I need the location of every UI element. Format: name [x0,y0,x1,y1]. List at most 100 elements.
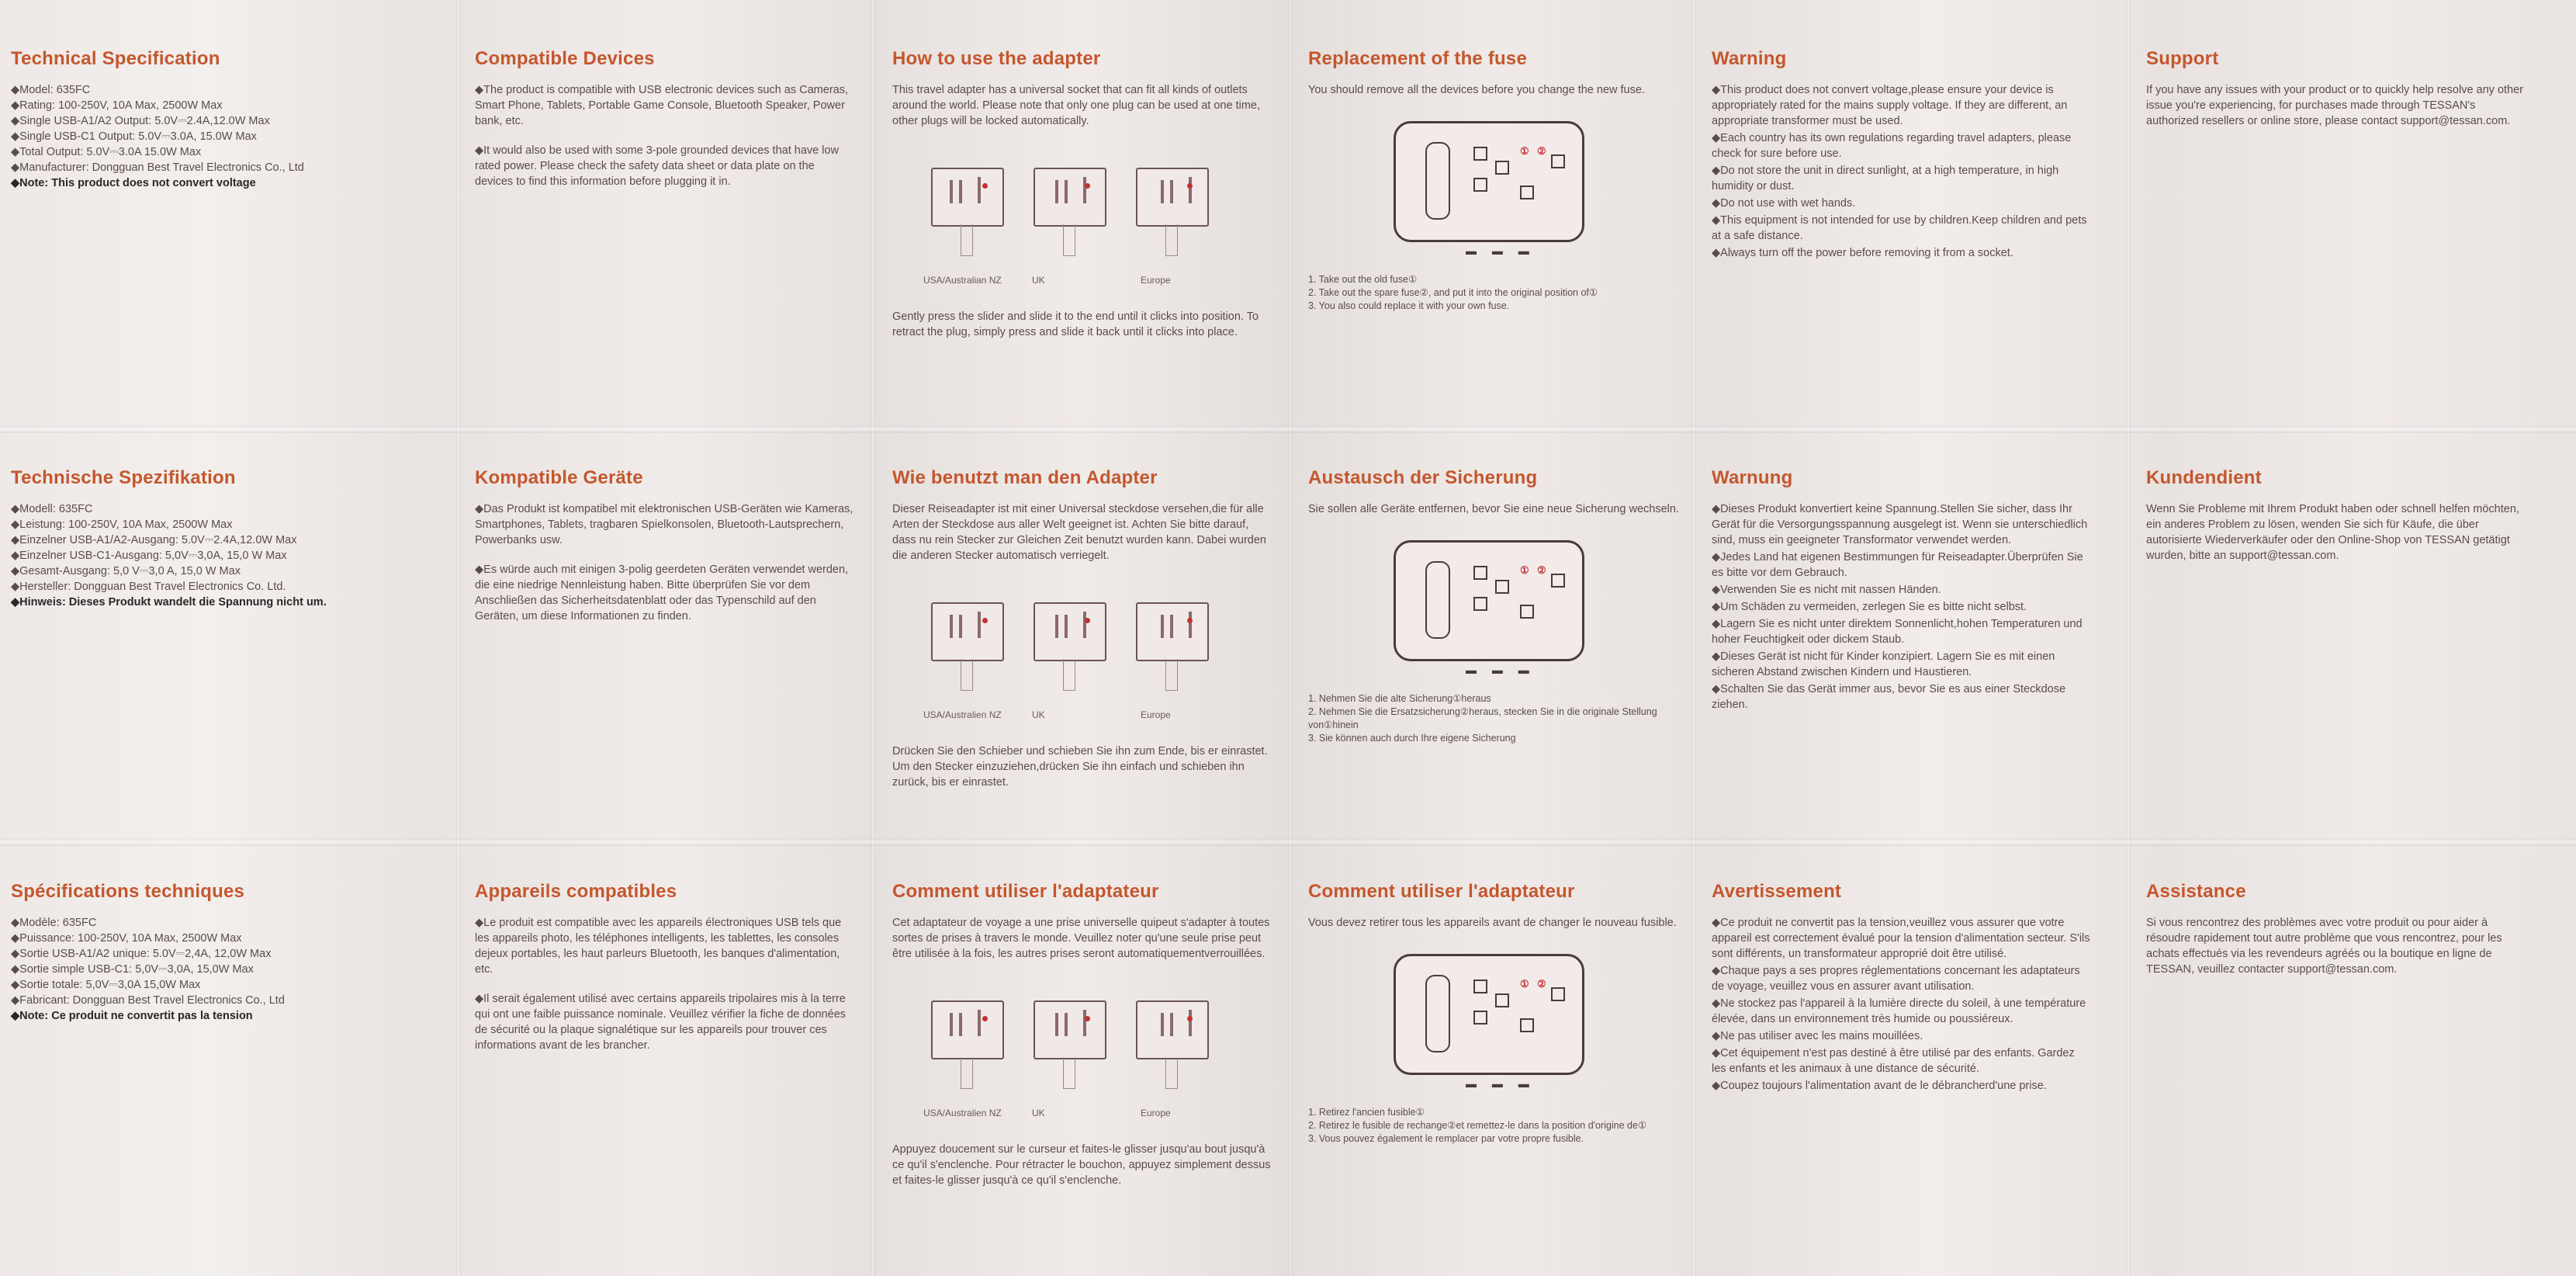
spec-line: ◆Ce produit ne convertit pas la tension,… [1712,917,2090,960]
plug-label: UK [1032,1108,1045,1118]
fuse-number-1: ① [1520,564,1529,576]
plug-diagram [1034,168,1106,256]
section-title: Technical Specification [11,48,220,69]
section-title: Comment utiliser l'adaptateur [892,881,1159,902]
plug-pin [950,615,953,638]
plug-pin [1189,177,1192,203]
spec-line: ◆Gesamt-Ausgang: 5,0 V⎓3,0 A, 15,0 W Max [11,565,241,577]
spec-line: ◆Jedes Land hat eigenen Bestimmungen für… [1712,551,2083,579]
spec-line: ◆This equipment is not intended for use … [1712,214,2087,242]
plug-stem [1063,1057,1075,1089]
fuse-number-2: ② [1537,145,1546,157]
spec-line: ◆Coupez toujours l'alimentation avant de… [1712,1080,2047,1092]
spec-line: ◆Rating: 100-250V, 10A Max, 2500W Max [11,99,223,112]
panel-compat: Compatible Devices◆The product is compat… [475,48,855,203]
spec-line: ◆Dieses Gerät ist nicht für Kinder konzi… [1712,650,2055,678]
fuse-part [1495,161,1509,175]
red-indicator-icon [1085,1016,1090,1021]
plug-pin [1065,1013,1068,1036]
fuse-part [1473,980,1487,993]
plug-diagram [1034,1000,1106,1089]
fold-line [1691,0,1696,1276]
paragraph: Cet adaptateur de voyage a une prise uni… [892,917,1270,960]
plug-pin [959,615,962,638]
paragraph: Vous devez retirer tous les appareils av… [1308,917,1677,929]
fold-line [0,425,2576,433]
fuse-feet: ▬ ▬ ▬ [1466,664,1536,676]
plug-pin [1065,180,1068,203]
panel-compat: Kompatible Geräte◆Das Produkt ist kompat… [475,467,855,638]
plug-pin [1170,615,1173,638]
section-title: How to use the adapter [892,48,1101,69]
fuse-step: 2. Nehmen Sie die Ersatzsicherung②heraus… [1308,706,1657,730]
spec-line: ◆Modell: 635FC [11,503,93,515]
plug-label: USA/Australien NZ [923,709,1002,720]
fuse-part [1473,1011,1487,1025]
red-indicator-icon [1085,618,1090,623]
plug-stem [1165,224,1178,256]
fuse-part [1520,605,1534,619]
paragraph: Drücken Sie den Schieber und schieben Si… [892,745,1268,789]
spec-line: ◆Manufacturer: Dongguan Best Travel Elec… [11,161,304,174]
fold-line [456,0,461,1276]
red-indicator-icon [1085,183,1090,189]
plug-pin [1170,180,1173,203]
fuse-part [1551,154,1565,168]
spec-line: ◆Um Schäden zu vermeiden, zerlegen Sie e… [1712,601,2027,613]
section-title: Wie benutzt man den Adapter [892,467,1158,488]
plug-stem [961,224,973,256]
paragraph: Si vous rencontrez des problèmes avec vo… [2146,917,2502,976]
plug-pin [978,177,981,203]
fuse-part [1473,566,1487,580]
paragraph: ◆Das Produkt ist kompatibel mit elektron… [475,503,853,546]
plug-pin [978,612,981,638]
fuse-number-1: ① [1520,145,1529,157]
section-title: Compatible Devices [475,48,655,69]
plug-label: UK [1032,275,1045,286]
plug-stem [1063,659,1075,691]
spec-line: ◆This product does not convert voltage,p… [1712,84,2068,127]
section-title: Kundendient [2146,467,2262,488]
plug-diagrams [931,602,1272,691]
spec-line: ◆Ne pas utiliser avec les mains mouillée… [1712,1030,1923,1042]
spec-line: ◆Single USB-A1/A2 Output: 5.0V⎓2.4A,12.0… [11,115,270,127]
spec-line: ◆Fabricant: Dongguan Best Travel Electro… [11,994,285,1007]
panel-warning: Warnung◆Dieses Produkt konvertiert keine… [1712,467,2092,714]
plug-pin [1161,615,1164,638]
paragraph: You should remove all the devices before… [1308,84,1645,96]
plug-pin [959,1013,962,1036]
plug-pin [1189,1010,1192,1036]
fuse-slot [1425,561,1450,639]
plug-diagram [1136,602,1209,691]
plug-pin [1170,1013,1173,1036]
paragraph: ◆Il serait également utilisé avec certai… [475,993,847,1052]
spec-line: ◆Schalten Sie das Gerät immer aus, bevor… [1712,683,2066,711]
fuse-part [1551,574,1565,588]
section-title: Comment utiliser l'adaptateur [1308,881,1575,902]
plug-stem [1165,1057,1178,1089]
spec-line: ◆Hinweis: Dieses Produkt wandelt die Spa… [11,596,327,609]
spec-line: ◆Dieses Produkt konvertiert keine Spannu… [1712,503,2088,546]
plug-pin [1083,1010,1086,1036]
plug-diagram [1136,1000,1209,1089]
plug-diagram [931,168,1004,256]
fuse-number-1: ① [1520,978,1529,990]
paragraph: ◆Le produit est compatible avec les appa… [475,917,842,976]
fold-line [2126,0,2131,1276]
fuse-part [1520,1018,1534,1032]
paragraph: Sie sollen alle Geräte entfernen, bevor … [1308,503,1679,515]
spec-line: ◆Cet équipement n'est pas destiné à être… [1712,1047,2075,1075]
section-title: Support [2146,48,2219,69]
fuse-step: 2. Take out the spare fuse②, and put it … [1308,287,1598,298]
